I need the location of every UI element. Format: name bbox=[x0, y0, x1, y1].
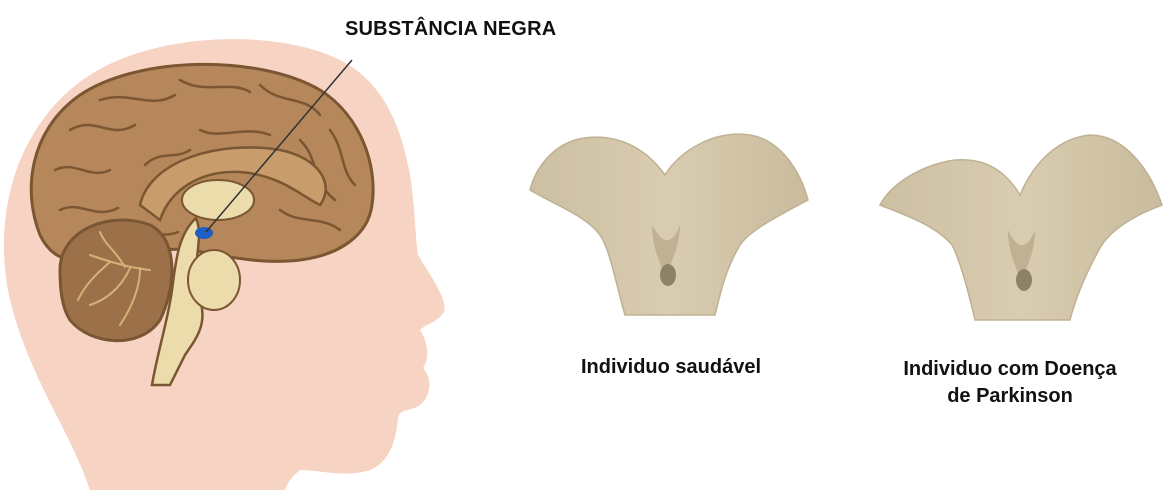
substantia-nigra-label: SUBSTÂNCIA NEGRA bbox=[345, 18, 556, 41]
parkinson-individual-label: Individuo com Doença de Parkinson bbox=[870, 356, 1150, 410]
substantia-nigra-marker bbox=[195, 227, 213, 239]
parkinson-label-line2: de Parkinson bbox=[870, 383, 1150, 410]
midbrain-section-icon bbox=[880, 135, 1162, 320]
healthy-individual-label: Individuo saudável bbox=[540, 356, 802, 379]
midbrain-section-icon bbox=[530, 134, 808, 315]
parkinson-label-line1: Individuo com Doença bbox=[870, 356, 1150, 383]
